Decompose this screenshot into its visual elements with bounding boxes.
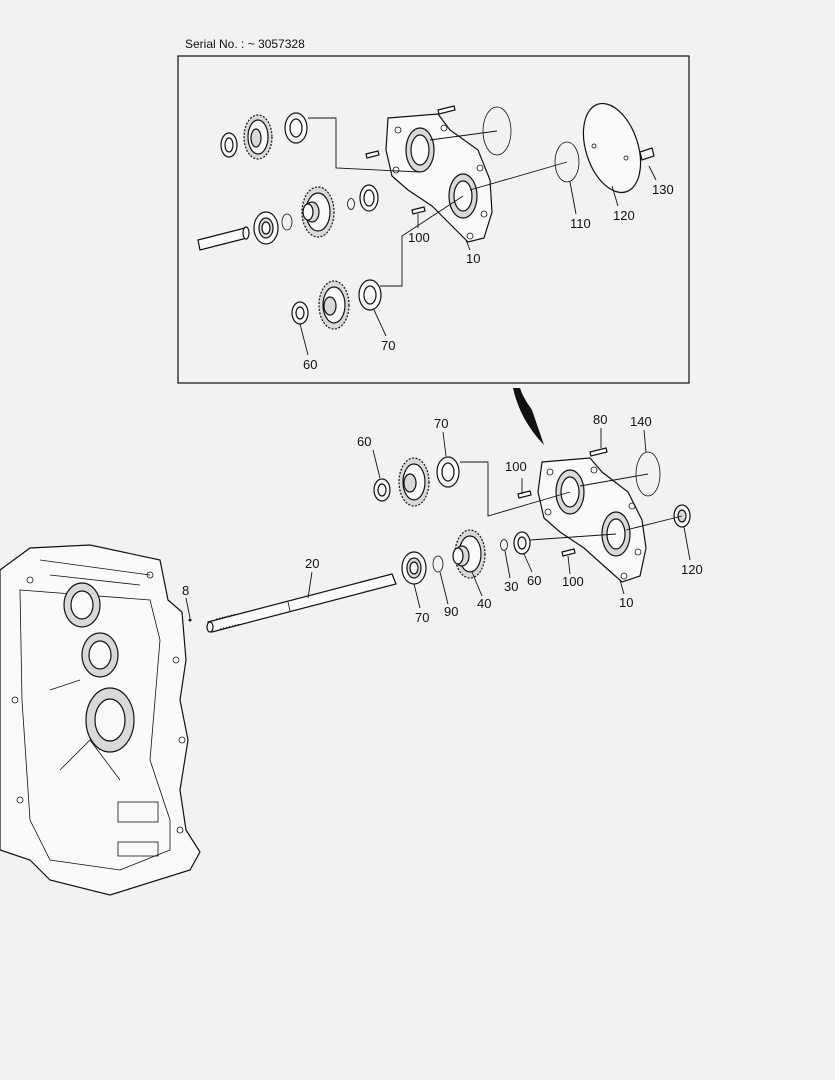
callout-140: 140: [630, 414, 652, 429]
ring-90: [432, 555, 444, 573]
callout-8: 8: [182, 583, 189, 598]
callout-inset-100: 100: [408, 230, 430, 245]
callout-inset-60: 60: [303, 357, 317, 372]
main-shaft-20: [206, 573, 397, 633]
housing-cover-10: [537, 457, 647, 583]
callout-30: 30: [504, 579, 518, 594]
inset-lower-ring: [291, 301, 309, 325]
ring-60-upper: [373, 478, 391, 502]
inset-detail-view: 130 120 110 100 10 70 60: [177, 55, 690, 384]
detail-arrow-icon: [513, 388, 544, 445]
inset-screw-130: [639, 147, 655, 161]
upper-gear: [398, 457, 430, 507]
inset-o-ring-110: [554, 141, 580, 183]
gear-40: [452, 529, 486, 579]
leader-upper-group: [460, 461, 571, 517]
callout-10: 10: [619, 595, 633, 610]
callout-20: 20: [305, 556, 319, 571]
bearing-70-lower: [401, 551, 427, 585]
inset-shaft: [197, 226, 250, 251]
inset-upper-ring: [220, 132, 238, 158]
callout-inset-10: 10: [466, 251, 480, 266]
inset-cover-bolt: [437, 105, 456, 115]
plug-8: [188, 618, 192, 622]
inset-shaft-ring: [281, 213, 293, 231]
inset-leader-lower: [380, 195, 464, 287]
pin-100-upper: [517, 490, 532, 499]
inset-shaft-bearing: [253, 211, 279, 245]
main-exploded-view: 60 70 80 140 100 20 8 70 90 40 30 60 100…: [0, 412, 703, 896]
callout-inset-110: 110: [570, 216, 591, 231]
callout-inset-120: 120: [613, 208, 635, 223]
o-ring-140: [635, 451, 661, 497]
callout-40: 40: [477, 596, 491, 611]
callout-60-upper: 60: [357, 434, 371, 449]
callout-120: 120: [681, 562, 703, 577]
inset-cover-plate-120: [582, 102, 642, 194]
serial-number-label: Serial No. : ~ 3057328: [185, 37, 305, 51]
bearing-70-upper: [436, 456, 460, 488]
inset-snap-ring: [347, 198, 355, 210]
inset-leader-upper: [308, 117, 421, 173]
callout-100-upper: 100: [505, 459, 527, 474]
snap-ring-30: [500, 539, 508, 551]
inset-lower-bearing: [358, 279, 382, 311]
inset-upper-gear: [243, 114, 273, 160]
callout-70-upper: 70: [434, 416, 448, 431]
inset-dowel-pin: [365, 150, 380, 159]
inset-middle-gear: [301, 186, 335, 238]
inset-large-o-ring: [482, 106, 512, 156]
bearing-60-lower: [513, 531, 531, 555]
callout-inset-70: 70: [381, 338, 395, 353]
inset-pin-100: [411, 206, 426, 215]
pin-100-lower: [561, 548, 576, 557]
callout-100-lower: 100: [562, 574, 584, 589]
bolt-80: [589, 447, 608, 457]
callout-60-lower: 60: [527, 573, 541, 588]
callout-inset-130: 130: [652, 182, 674, 197]
transmission-case: [0, 544, 201, 896]
callout-70-lower: 70: [415, 610, 429, 625]
inset-middle-bearing: [359, 184, 379, 212]
inset-lower-gear: [318, 280, 350, 330]
inset-upper-bearing: [284, 112, 308, 144]
callout-90: 90: [444, 604, 458, 619]
callout-80: 80: [593, 412, 607, 427]
